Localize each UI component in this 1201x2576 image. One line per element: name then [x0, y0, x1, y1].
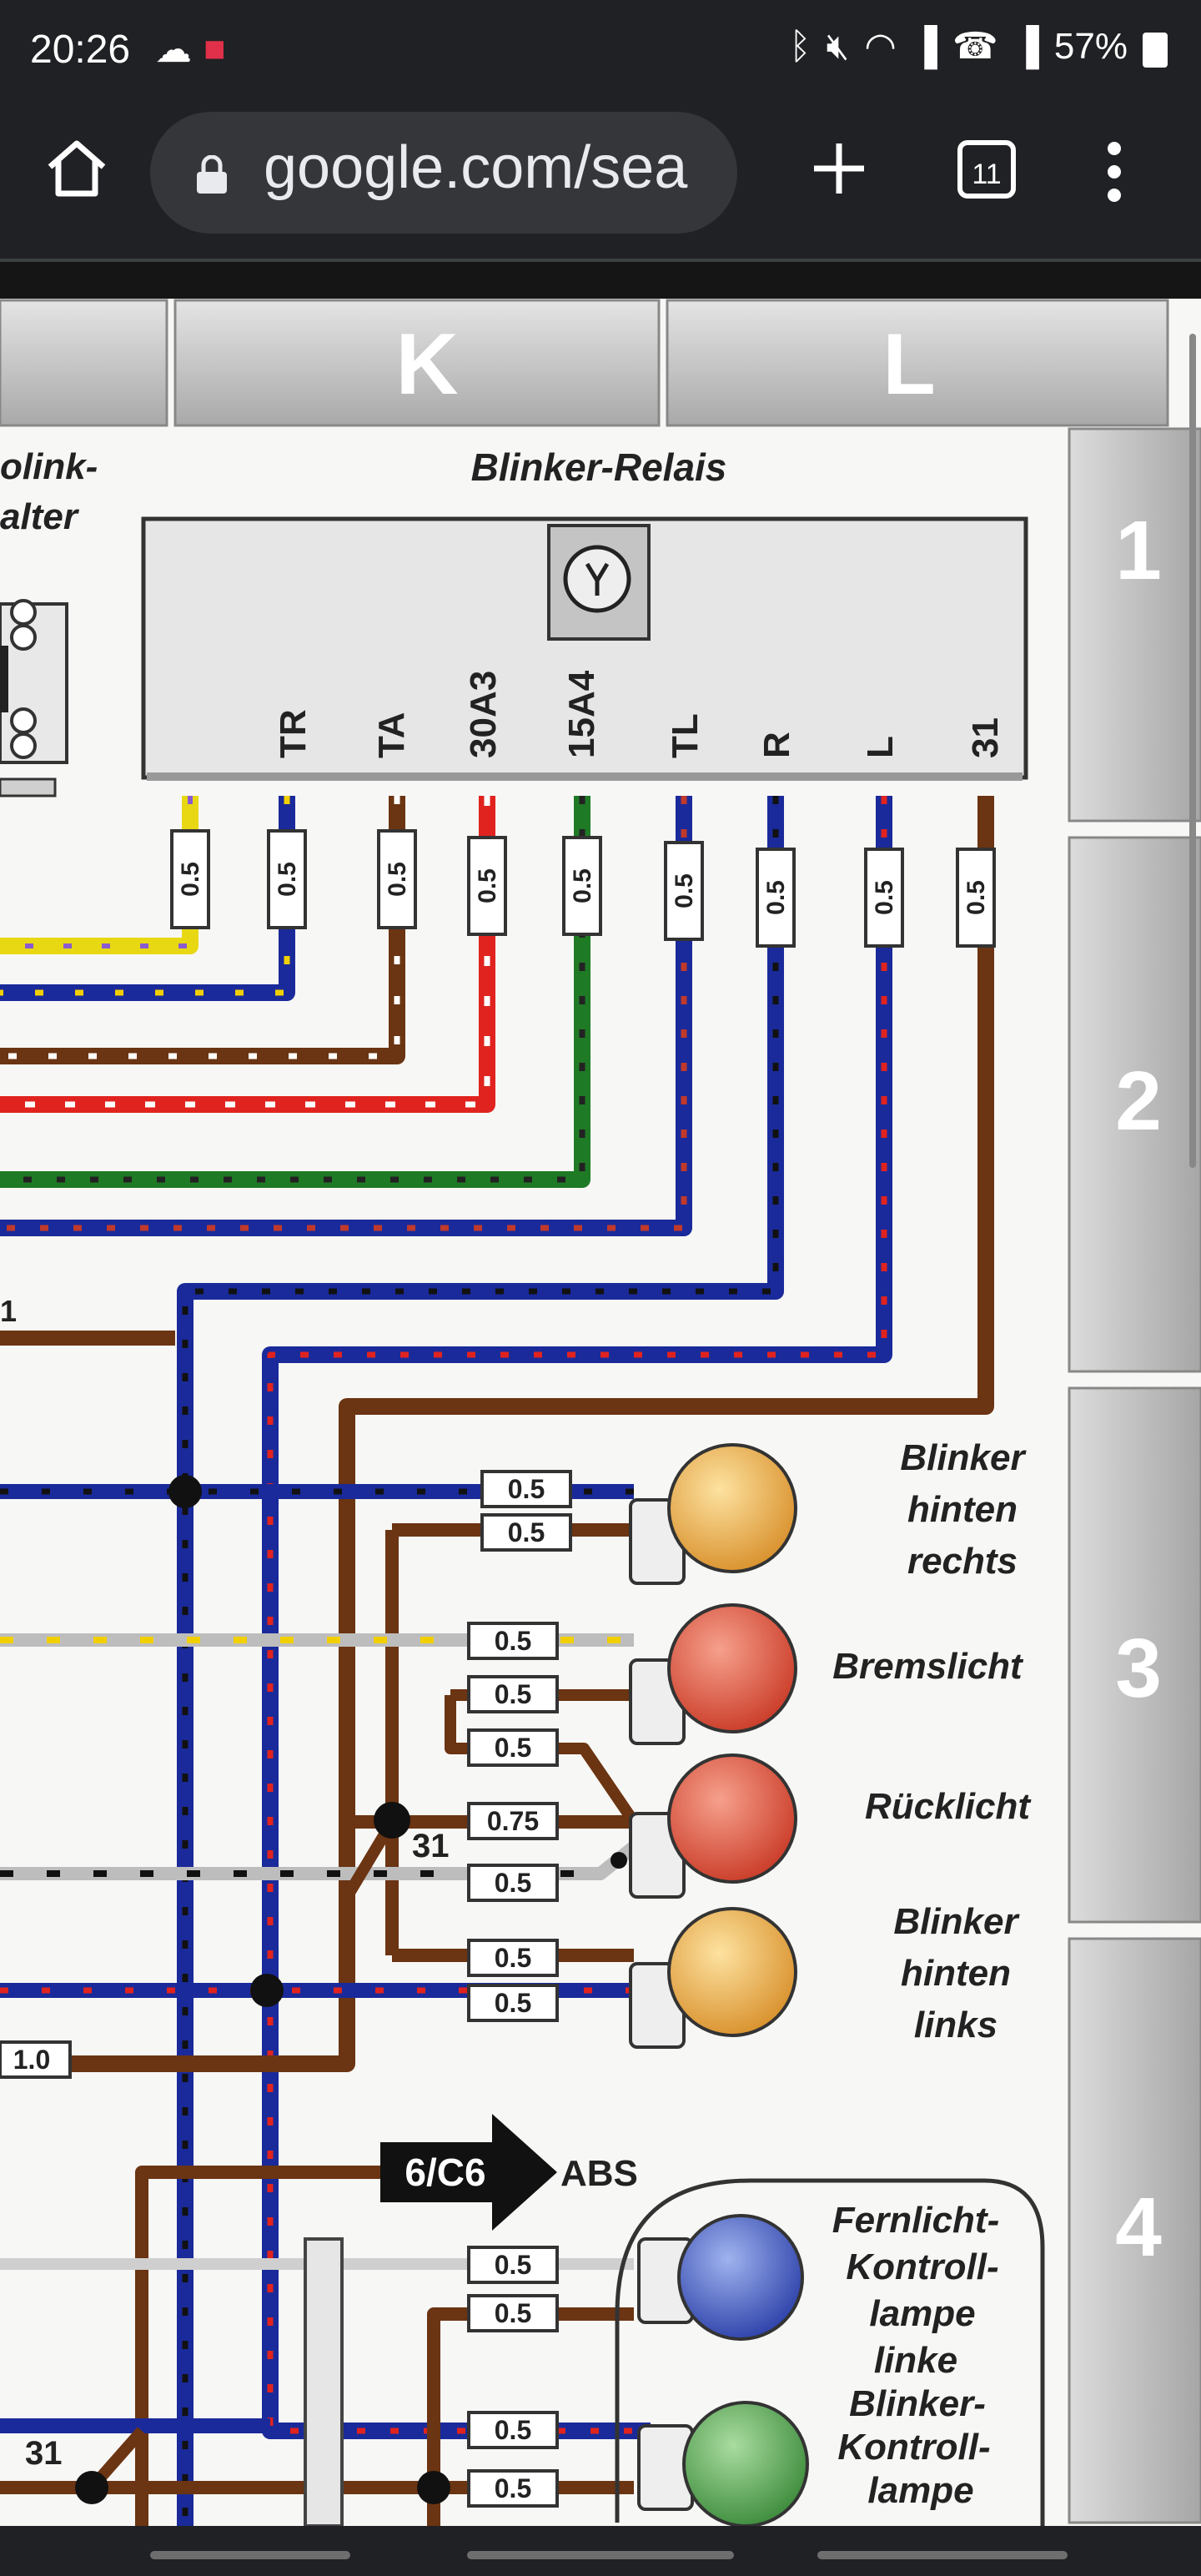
lamp-gauge-8: 0.5 [495, 1943, 531, 1973]
terminal-15a4: 15A4 [561, 670, 602, 758]
lamp-gauge-13: 0.5 [495, 2473, 531, 2503]
label-fernlicht-1: Fernlicht- [832, 2200, 999, 2241]
lamp-gauge-9: 0.5 [495, 1988, 531, 2018]
terminal-l: L [860, 736, 901, 758]
bulb-linke-blinker [637, 2401, 809, 2526]
relay-title: Blinker-Relais [471, 445, 727, 489]
nav-handle-center[interactable] [467, 2551, 734, 2559]
gauge-tag-1: 0.5 [177, 862, 204, 897]
status-bar: 20:26 ☁ ■ ᛒ 🔇︎ ◠ ▐ ☎ ▐ 57% [0, 0, 1201, 107]
label-blinker-links-3: links [914, 2005, 997, 2045]
lamp-gauge-12: 0.5 [495, 2415, 531, 2445]
lamp-gauge-2: 0.5 [508, 1517, 545, 1547]
app-notification-icon: ■ [204, 28, 226, 69]
url-text[interactable]: google.com/sea [264, 134, 688, 201]
lamp-gauge-5: 0.5 [495, 1733, 531, 1763]
bulb-fernlicht [637, 2214, 804, 2341]
label-blinker-rechts-2: hinten [907, 1489, 1018, 1530]
battery-icon [1143, 32, 1168, 68]
new-tab-button[interactable] [809, 138, 869, 199]
terminal-r: R [756, 732, 797, 758]
gauge-tag-2: 0.5 [274, 862, 301, 897]
bulb-blinker-links [629, 1907, 797, 2049]
row-label-1: 1 [1115, 504, 1162, 597]
plus-icon [814, 143, 864, 194]
row-label-2: 2 [1115, 1054, 1162, 1148]
label-linke-blinker-1: linke [874, 2340, 957, 2381]
signal-icon: ▐ [911, 25, 937, 67]
tab-switcher-button[interactable]: 11 [957, 140, 1016, 199]
lamp-gauge-7: 0.5 [495, 1868, 531, 1898]
switch-label-fragment-1: olink- [0, 446, 98, 487]
page-content: K L 1 2 3 4 olink- alter Blinker-Relais … [0, 262, 1201, 2526]
nav-handle-left[interactable] [150, 2551, 350, 2559]
call-icon: ☎ [952, 26, 998, 67]
label-linke-blinker-4: lampe [867, 2470, 973, 2511]
home-icon [48, 140, 106, 197]
lock-icon [197, 155, 227, 194]
lamp-gauge-4: 0.5 [495, 1679, 531, 1709]
label-bremslicht: Bremslicht [832, 1646, 1024, 1687]
gauge-tag-8: 0.5 [871, 880, 898, 915]
ground-label-2: 31 [25, 2435, 63, 2472]
bulb-bremslicht [629, 1603, 797, 1745]
label-blinker-links-1: Blinker [893, 1901, 1020, 1942]
abs-label: ABS [560, 2153, 638, 2194]
lamp-gauge-1: 0.5 [508, 1474, 545, 1504]
lamp-gauge-11: 0.5 [495, 2298, 531, 2328]
row-label-3: 3 [1115, 1622, 1162, 1715]
more-vert-icon [1108, 142, 1121, 202]
lamp-gauge-3: 0.5 [495, 1626, 531, 1656]
label-linke-blinker-3: Kontroll- [837, 2427, 990, 2468]
label-ruecklicht: Rücklicht [865, 1786, 1032, 1827]
gauge-tag-4: 0.5 [474, 868, 501, 903]
abs-ref: 6/C6 [405, 2151, 485, 2194]
column-label-k: K [395, 316, 458, 413]
toolbar-divider [0, 259, 1201, 262]
gauge-1-0: 1.0 [13, 2045, 50, 2075]
label-blinker-rechts-1: Blinker [900, 1437, 1027, 1478]
label-blinker-rechts-3: rechts [907, 1541, 1018, 1582]
label-linke-blinker-2: Blinker- [849, 2383, 986, 2424]
bluetooth-icon: ᛒ [789, 25, 812, 67]
ground-label-1: 31 [412, 1828, 450, 1864]
gauge-tag-5: 0.5 [569, 868, 596, 903]
gauge-tag-3: 0.5 [384, 862, 411, 897]
terminal-tl: TL [665, 713, 706, 758]
lamp-gauge-10: 0.5 [495, 2250, 531, 2280]
wiring-diagram: K L 1 2 3 4 olink- alter Blinker-Relais … [0, 262, 1201, 2526]
wifi-icon: ◠ [864, 26, 897, 67]
scrollbar[interactable] [1189, 334, 1196, 1168]
battery-percent: 57% [1053, 25, 1128, 67]
label-fernlicht-2: Kontroll- [846, 2246, 998, 2287]
lamp-gauge-6: 0.75 [487, 1806, 539, 1836]
svg-text:1: 1 [0, 1294, 17, 1328]
bulb-blinker-rechts [629, 1443, 797, 1585]
terminal-tr: TR [273, 709, 314, 758]
abs-arrow-icon [380, 2114, 557, 2231]
row-label-4: 4 [1115, 2181, 1162, 2274]
terminal-31: 31 [965, 717, 1006, 758]
address-bar[interactable] [150, 112, 737, 234]
signal2-icon: ▐ [1013, 25, 1039, 67]
mute-icon: 🔇︎ [826, 25, 850, 67]
terminal-ta: TA [371, 712, 412, 758]
home-button[interactable] [43, 135, 110, 202]
menu-button[interactable] [1099, 140, 1129, 204]
notification-icon: ☁ [155, 29, 192, 70]
status-time: 20:26 [30, 28, 131, 72]
gauge-tag-7: 0.5 [762, 880, 790, 915]
gauge-tag-9: 0.5 [962, 880, 990, 915]
label-blinker-links-2: hinten [901, 1953, 1011, 1994]
column-label-l: L [882, 316, 936, 413]
label-fernlicht-3: lampe [869, 2293, 975, 2334]
terminal-30a3: 30A3 [463, 671, 504, 758]
bulb-ruecklicht [629, 1753, 797, 1899]
switch-label-fragment-2: alter [0, 496, 80, 537]
nav-handle-right[interactable] [817, 2551, 1068, 2559]
gauge-tag-6: 0.5 [671, 873, 698, 908]
